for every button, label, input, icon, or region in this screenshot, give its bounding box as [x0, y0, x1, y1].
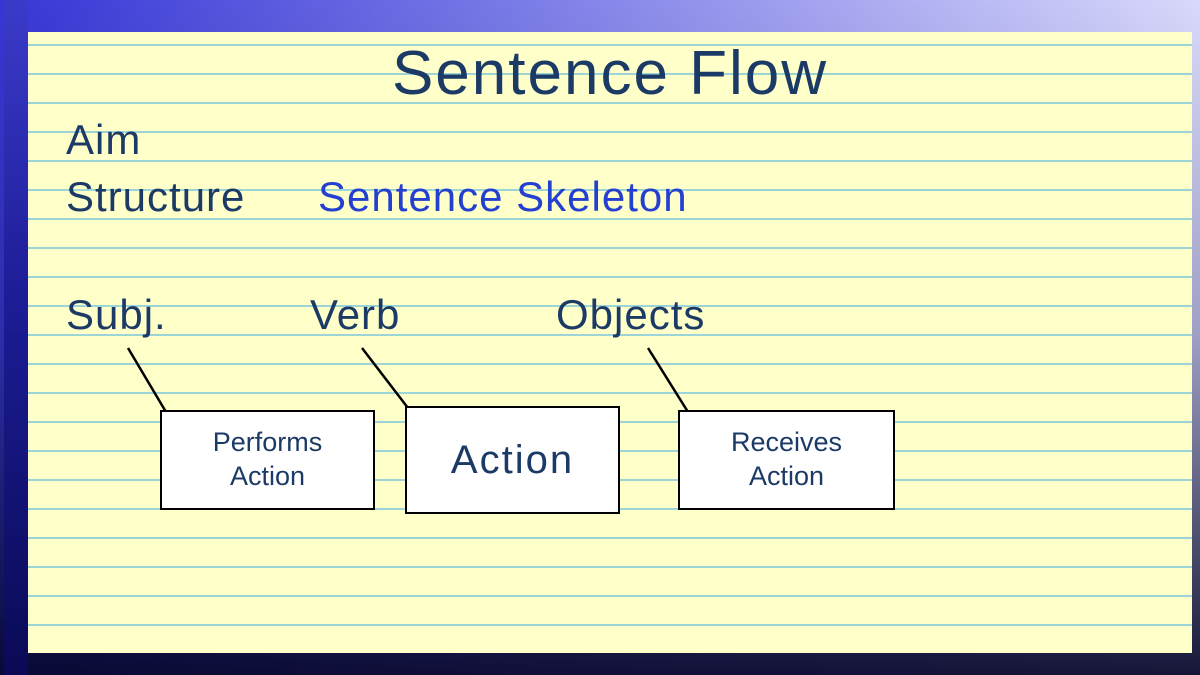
verb-connector-line: [361, 347, 409, 409]
objects-label: Objects: [556, 291, 706, 338]
slide-title: Sentence Flow: [391, 39, 829, 108]
structure-value: Sentence Skeleton: [318, 173, 688, 220]
aim-label: Aim: [66, 116, 142, 163]
lined-paper-panel: Sentence Flow Aim Structure Sentence Ske…: [28, 32, 1192, 653]
frame-left-band: [4, 0, 28, 675]
performs-action-box-text: Performs Action: [212, 427, 323, 491]
verb-label: Verb: [310, 291, 401, 338]
action-box: Action: [405, 406, 620, 514]
receives-action-box: Receives Action: [678, 410, 895, 510]
connector-lines: [126, 347, 690, 413]
subject-connector-line: [126, 347, 168, 413]
action-box-text: Action: [450, 438, 575, 482]
structure-label: Structure: [66, 173, 246, 220]
subject-label: Subj.: [66, 291, 167, 338]
objects-connector-line: [646, 347, 690, 413]
performs-action-box: Performs Action: [160, 410, 375, 510]
receives-action-box-text: Receives Action: [730, 427, 843, 491]
